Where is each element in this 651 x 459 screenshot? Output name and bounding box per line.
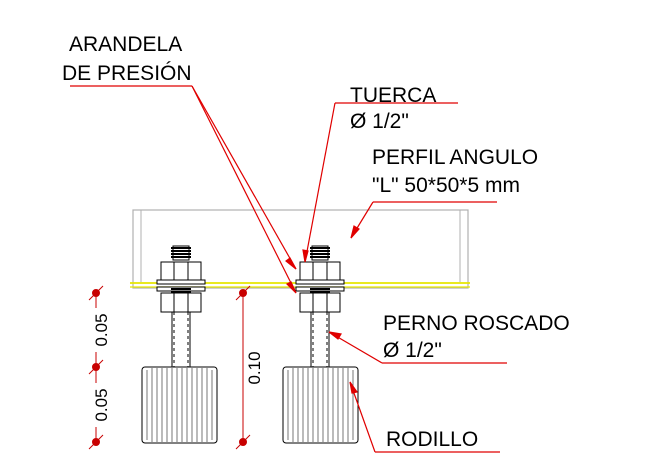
left-roller: [141, 366, 218, 444]
label-nut-line2: Ø 1/2": [350, 110, 409, 133]
dimension-middle: [235, 285, 251, 450]
label-bolt-line1: PERNO ROSCADO: [383, 312, 570, 335]
label-washer-line1: ARANDELA: [69, 33, 182, 56]
dim-left-upper: 0.05: [92, 313, 111, 346]
dim-left-lower: 0.05: [92, 388, 111, 421]
label-angle-line2: "L" 50*50*5 mm: [372, 174, 520, 197]
left-bolt-assembly: [141, 245, 218, 444]
label-nut-line1: TUERCA: [350, 84, 436, 107]
right-bolt-assembly: [282, 245, 359, 444]
dim-middle: 0.10: [245, 351, 264, 384]
label-bolt-line2: Ø 1/2": [383, 339, 442, 362]
leaders: [70, 85, 507, 453]
right-roller: [282, 366, 359, 444]
label-roller: RODILLO: [386, 428, 478, 451]
label-washer-line2: DE PRESIÓN: [62, 62, 192, 85]
label-angle-line1: PERFIL ANGULO: [372, 146, 538, 169]
